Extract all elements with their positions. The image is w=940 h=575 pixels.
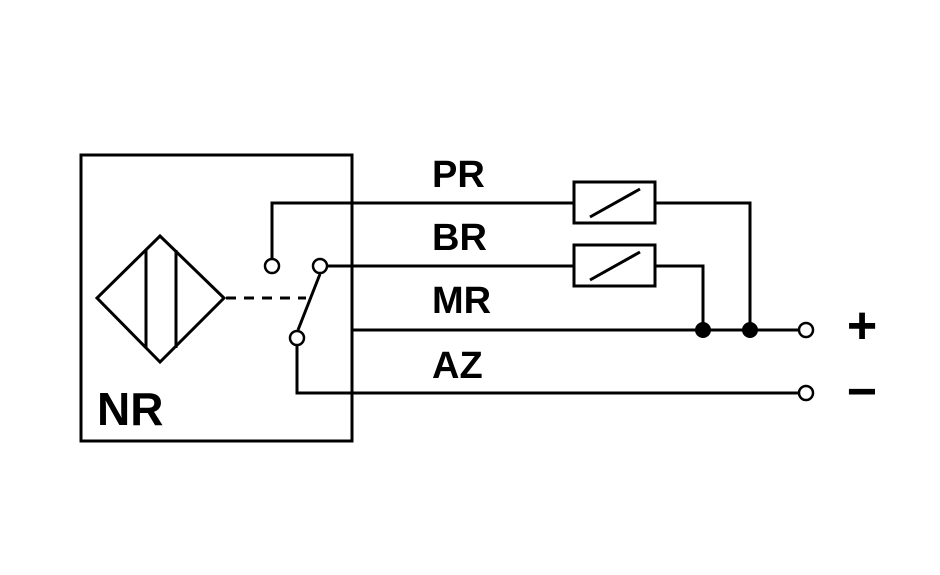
terminal-positive xyxy=(797,321,815,339)
wire-br-return xyxy=(655,264,705,330)
load-pr xyxy=(572,180,657,225)
wire-label-br: BR xyxy=(432,217,487,259)
wire-label-pr: PR xyxy=(432,154,485,196)
supply-negative-label: − xyxy=(847,363,877,421)
inductive-sensor-icon xyxy=(94,233,227,365)
wire-label-mr: MR xyxy=(432,280,491,322)
wire-pr xyxy=(270,201,574,260)
load-br xyxy=(572,243,657,288)
switch-blade xyxy=(296,273,322,331)
contact-br xyxy=(311,257,329,275)
terminal-negative xyxy=(797,384,815,402)
supply-positive-label: + xyxy=(847,297,877,355)
junction-pr xyxy=(742,322,758,338)
contact-common xyxy=(288,329,306,347)
contact-pr xyxy=(263,257,281,275)
sensor-housing xyxy=(79,153,354,443)
device-label: NR xyxy=(97,383,163,435)
wire-pr-return xyxy=(655,201,752,330)
wire-label-az: AZ xyxy=(432,345,483,387)
junction-br xyxy=(695,322,711,338)
wire-az xyxy=(295,345,799,395)
